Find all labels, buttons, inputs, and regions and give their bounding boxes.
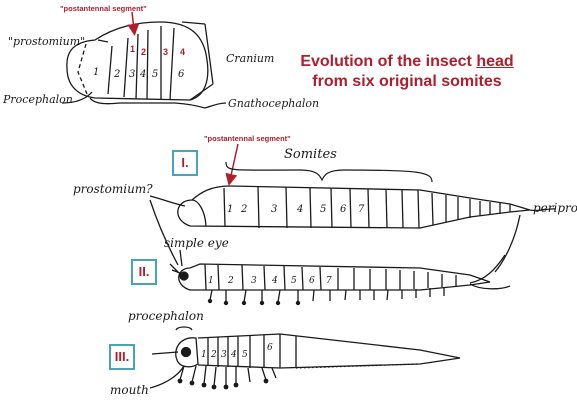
stage-III-outline — [198, 334, 460, 368]
head-red-num: 1 — [130, 44, 135, 54]
stage-II-seg-num: 7 — [326, 276, 332, 286]
gnathocephalon-label: Gnathocephalon — [228, 97, 319, 110]
stage-II-seg — [264, 266, 265, 290]
simple-eye — [180, 272, 188, 280]
periproct-label: periproct — [533, 201, 577, 215]
stage-III-seg-num: 3 — [221, 350, 227, 360]
stage-II-seg — [284, 266, 285, 290]
head-seg-num: 4 — [139, 69, 146, 80]
procephalon-label: Procephalon — [2, 93, 73, 106]
stage-III-eye — [182, 348, 191, 357]
stage-III-seg-num: 6 — [267, 343, 273, 353]
head-red-num: 2 — [141, 47, 146, 57]
stage-I-seg-num: 3 — [271, 204, 277, 215]
stage-I-seg — [386, 189, 387, 228]
stage-II-seg-num: 1 — [208, 276, 214, 286]
head-seg-num: 3 — [129, 69, 135, 80]
stage-II-seg-num: 5 — [291, 276, 297, 286]
simple-eye-label: simple eye — [164, 236, 229, 250]
stage-I-seg — [258, 187, 259, 228]
stage-I-seg — [432, 193, 433, 225]
stage-III-seg-num: 5 — [242, 350, 248, 360]
stage-II-seg — [218, 265, 219, 290]
segment-divider — [124, 38, 128, 97]
stage-III-leg-tips — [178, 379, 269, 390]
stage-II-antenna — [170, 264, 180, 273]
stage-I-seg — [286, 187, 287, 228]
stage-I-postantennal-label: "postantennal segment" — [204, 134, 291, 143]
stage-I-seg-num: 4 — [296, 204, 303, 215]
head-red-num: 3 — [163, 47, 168, 57]
head-seg-num: 2 — [113, 69, 120, 80]
stage-I-seg — [224, 188, 225, 227]
stage-II-seg-num: 2 — [227, 276, 234, 286]
segment-divider — [170, 28, 174, 100]
stage-II-seg-num: 4 — [271, 276, 278, 286]
stage-I-seg-num: 7 — [358, 204, 365, 215]
stage-III-antenna — [152, 352, 178, 354]
stage-III-seg-num: 4 — [230, 350, 237, 360]
segment-divider — [136, 34, 138, 99]
head-prostomium-label: "prostomium" — [8, 35, 85, 48]
stage-I-seg — [331, 188, 332, 228]
gnathocephalon-pointer — [205, 103, 226, 108]
stage-I-seg-num: 1 — [227, 204, 233, 215]
procephalon-bracket — [176, 327, 192, 330]
stage-I-seg — [350, 189, 351, 228]
head-seg-num: 1 — [93, 67, 99, 78]
stage-I-seg-num: 5 — [320, 204, 326, 215]
stage-II-seg-num: 3 — [251, 276, 257, 286]
stage-III-body — [150, 327, 460, 388]
stage-II-body — [150, 200, 520, 302]
stage-I-postantennal-arrow — [230, 144, 238, 180]
stage-III-seg-num: 1 — [201, 350, 207, 360]
cranium-label: Cranium — [226, 52, 274, 65]
simple-eye-pointer — [180, 250, 182, 266]
stage-I-prostomium-label: prostomium? — [73, 182, 153, 196]
stage-II-legs — [210, 287, 444, 302]
stage-I-seg — [402, 190, 403, 228]
stage-I-body — [150, 186, 556, 228]
somites-label: Somites — [284, 147, 337, 162]
stage-III-procephalon-label: procephalon — [128, 309, 204, 323]
somites-brace — [226, 162, 432, 182]
stage-II-leg-tips — [208, 299, 300, 305]
stage-I-seg-num: 6 — [340, 204, 347, 215]
stage-II-seg — [320, 267, 321, 290]
postantennal-arrow — [132, 12, 134, 30]
segment-divider — [147, 30, 148, 99]
cranium-bracket — [182, 22, 213, 100]
stage-II-outline — [179, 264, 490, 290]
head-seg-num: 6 — [178, 69, 185, 80]
stage-III-seg-num: 2 — [210, 350, 217, 360]
stage-I-seg — [368, 189, 369, 228]
stage-II-seg — [205, 264, 206, 290]
head-postantennal-label: "postantennal segment" — [60, 4, 147, 13]
stage-II-seg — [302, 267, 303, 290]
head-seg-num: 5 — [152, 69, 158, 80]
prostomium-pointer-II — [150, 200, 178, 265]
stage-II-seg-num: 6 — [309, 276, 315, 286]
head-diagram — [62, 22, 226, 108]
prostomium-pointer — [98, 40, 108, 42]
mouth-pointer — [150, 366, 184, 388]
mouth-label: mouth — [110, 383, 149, 397]
segment-divider — [108, 46, 112, 94]
stage-I-seg-num: 2 — [240, 204, 247, 215]
prostomium-dashed-boundary — [78, 44, 87, 94]
stage-II-seg — [242, 265, 243, 290]
head-red-num: 4 — [180, 47, 185, 57]
stage-I-seg — [418, 190, 419, 228]
prostomium-pointer-I — [150, 196, 185, 206]
stage-I-prostomium — [192, 200, 206, 226]
stage-I-seg — [310, 188, 311, 228]
